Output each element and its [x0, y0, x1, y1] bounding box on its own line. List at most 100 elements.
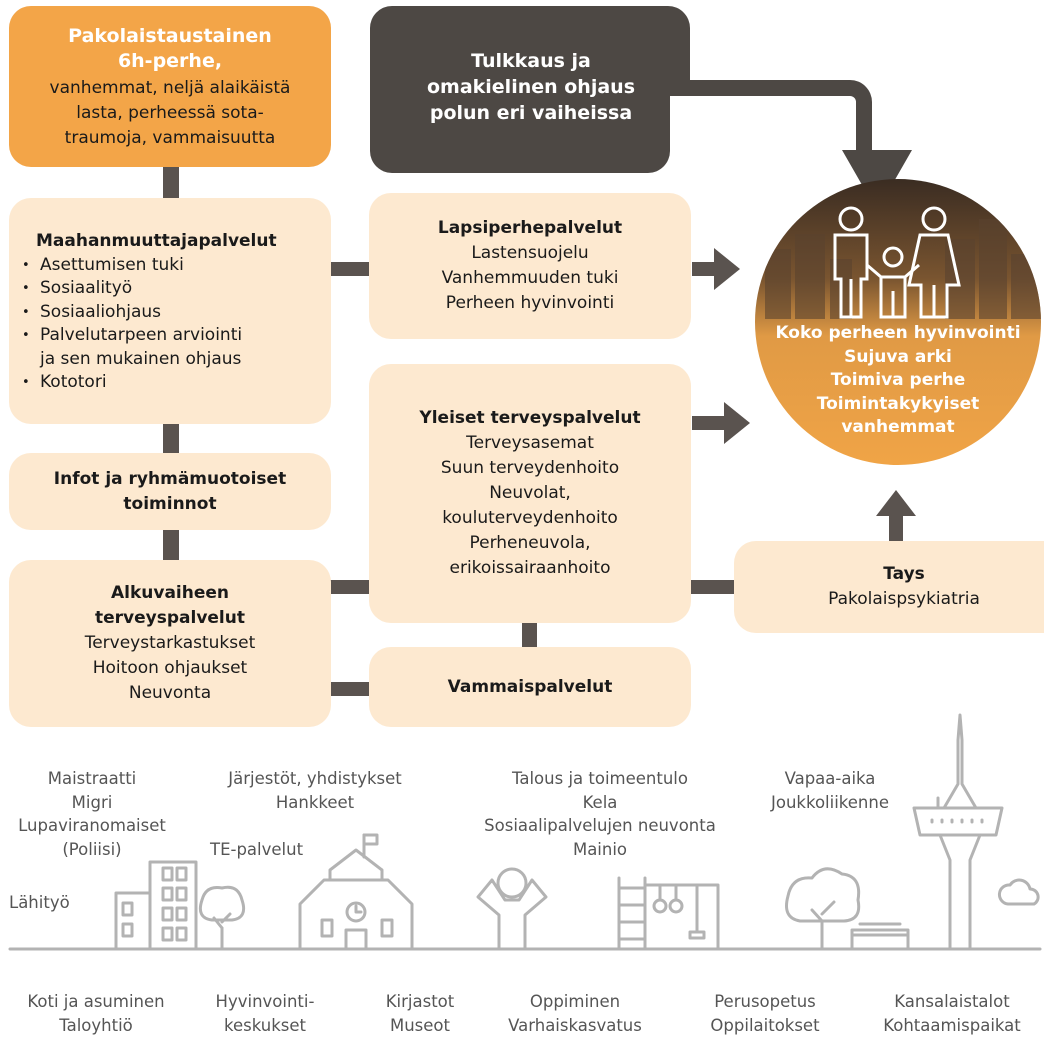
label-kansalaistalot: Kansalaistalot Kohtaamispaikat	[866, 990, 1038, 1037]
general-health-item: erikoissairaanhoito	[449, 558, 611, 578]
immigrant-services-title: Maahanmuuttajapalvelut	[36, 230, 277, 251]
disability-box: Vammaispalvelut	[369, 647, 691, 727]
arrow-up-icon	[876, 490, 916, 542]
connector	[522, 622, 537, 647]
goal-text: Koko perheen hyvinvointi Sujuva arki Toi…	[755, 322, 1041, 440]
family-title: 6h-perhe,	[117, 50, 223, 72]
label-lahityo: Lähityö	[9, 891, 89, 915]
list-item: Kototori	[16, 371, 331, 395]
family-desc: traumoja, vammaisuutta	[64, 128, 276, 148]
park-icon	[785, 867, 910, 951]
label-line: keskukset	[224, 1015, 306, 1035]
disability-title: Vammaispalvelut	[447, 676, 613, 697]
initial-health-item: Hoitoon ohjaukset	[92, 658, 248, 678]
list-item: Sosiaaliohjaus	[16, 301, 331, 325]
label-line: Kirjastot	[385, 992, 455, 1011]
general-health-item: Neuvolat,	[489, 483, 571, 503]
goal-circle	[755, 179, 1041, 465]
label-line: Koti ja asuminen	[27, 992, 165, 1011]
label-line: Hankkeet	[275, 792, 355, 812]
family-services-item: Lastensuojelu	[471, 243, 589, 263]
family-icon	[833, 206, 961, 319]
connector	[330, 580, 370, 594]
tays-sub: Pakolaispsykiatria	[828, 589, 980, 609]
goal-line: Koko perheen hyvinvointi	[775, 323, 1021, 343]
family-desc: lasta, perheessä sota-	[76, 103, 264, 123]
immigrant-services-box: Maahanmuuttajapalvelut Asettumisen tuki …	[9, 198, 331, 424]
family-services-title: Lapsiperhepalvelut	[437, 218, 623, 238]
label-hyvinvointi: Hyvinvointi- keskukset	[200, 990, 330, 1037]
list-item: Palvelutarpeen arviointi ja sen mukainen …	[16, 324, 331, 371]
tree-icon	[198, 885, 246, 951]
label-kirjastot: Kirjastot Museot	[355, 990, 485, 1037]
info-box: Infot ja ryhmämuotoiset toiminnot	[9, 453, 331, 530]
label-oppiminen: Oppiminen Varhaiskasvatus	[490, 990, 660, 1037]
label-line: Lähityö	[9, 893, 70, 912]
label-line: Taloyhtiö	[59, 1015, 133, 1035]
label-jarjestot: Järjestöt, yhdistykset Hankkeet	[210, 767, 420, 814]
label-line: TE-palvelut	[210, 840, 304, 859]
label-line: Migri	[71, 792, 113, 812]
interpretation-line: polun eri vaiheissa	[429, 101, 633, 124]
family-services-item: Perheen hyvinvointi	[445, 293, 615, 313]
info-line: toiminnot	[123, 493, 217, 514]
interpretation-line: Tulkkaus ja	[471, 49, 591, 72]
goal-line: Toimiva perhe	[830, 370, 966, 390]
initial-health-item: Terveystarkastukset	[84, 633, 256, 653]
info-line: Infot ja ryhmämuotoiset	[53, 468, 287, 489]
connector	[163, 167, 179, 199]
family-services-item: Vanhemmuuden tuki	[441, 268, 619, 288]
arrow-right-icon	[692, 402, 750, 444]
general-health-item: Perheneuvola,	[469, 533, 591, 553]
interpretation-box: Tulkkaus ja omakielinen ohjaus polun eri…	[370, 6, 692, 167]
arrow-right-icon	[692, 248, 740, 290]
connector	[690, 580, 735, 594]
initial-health-box: Alkuvaiheen terveyspalvelut Terveystarka…	[9, 560, 331, 727]
list-item: Sosiaalityö	[16, 277, 331, 301]
label-line: Varhaiskasvatus	[508, 1015, 642, 1035]
goal-line: Sujuva arki	[844, 346, 952, 367]
family-box: Pakolaistaustainen 6h-perhe, vanhemmat, …	[9, 6, 331, 167]
interpretation-arrow	[370, 6, 912, 211]
tays-box: Tays Pakolaispsykiatria	[734, 541, 1044, 633]
general-health-item: Terveysasemat	[466, 433, 594, 453]
general-health-box: Yleiset terveyspalvelut Terveysasemat Su…	[369, 364, 691, 623]
label-line: Vapaa-aika	[784, 769, 876, 788]
label-line: Kela	[582, 792, 618, 812]
label-line: Maistraatti	[47, 769, 137, 788]
general-health-item: Suun terveydenhoito	[440, 458, 620, 478]
label-line: (Poliisi)	[62, 839, 122, 859]
school-icon	[298, 833, 414, 951]
label-line: Mainio	[572, 839, 628, 859]
label-line: Oppiminen	[529, 992, 621, 1011]
connector	[330, 262, 370, 276]
playground-icon	[617, 876, 720, 951]
label-koti: Koti ja asuminen Taloyhtiö	[0, 990, 192, 1037]
tower-icon	[912, 713, 1004, 951]
label-line: Kohtaamispaikat	[883, 1015, 1021, 1035]
tays-title: Tays	[883, 564, 925, 584]
goal-line: Toimintakykyiset	[816, 393, 980, 414]
connector	[163, 529, 179, 561]
initial-health-item: Neuvonta	[128, 683, 212, 703]
child-person-icon	[476, 867, 548, 951]
list-item-text: Palvelutarpeen arviointi	[40, 325, 243, 345]
general-health-item: kouluterveydenhoito	[442, 508, 618, 528]
family-desc: vanhemmat, neljä alaikäistä	[49, 78, 291, 98]
cloud-icon	[998, 878, 1040, 906]
interpretation-line: omakielinen ohjaus	[426, 75, 636, 98]
label-line: Talous ja toimeentulo	[512, 769, 688, 788]
label-line: Museot	[389, 1015, 450, 1035]
list-item: Asettumisen tuki	[16, 254, 331, 278]
list-item-cont: ja sen mukainen ohjaus	[40, 348, 242, 369]
apartment-icon	[114, 860, 198, 951]
label-line: Hyvinvointi-	[215, 992, 315, 1011]
label-talous: Talous ja toimeentulo Kela Sosiaalipalve…	[460, 767, 740, 861]
label-line: Oppilaitokset	[710, 1015, 820, 1035]
label-line: Järjestöt, yhdistykset	[228, 769, 402, 788]
connector	[330, 682, 370, 696]
connector	[163, 423, 179, 454]
label-vapaa-aika: Vapaa-aika Joukkoliikenne	[755, 767, 905, 814]
initial-health-title: terveyspalvelut	[95, 608, 245, 628]
